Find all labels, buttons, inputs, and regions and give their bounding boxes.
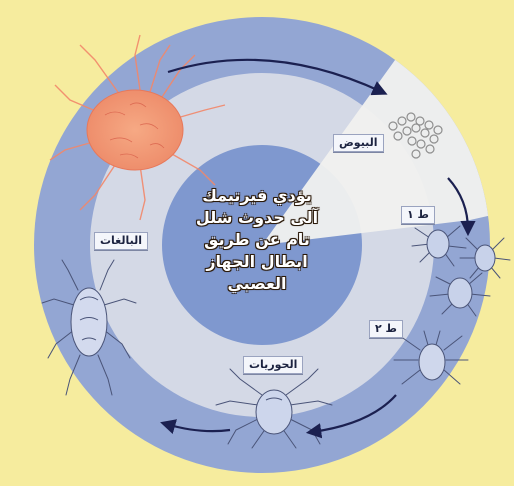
stage-label-larva-1: ط ١	[401, 206, 435, 224]
center-line-2: آلى حدوث شلل	[187, 207, 327, 229]
stage-label-nymphs: الحوريات	[243, 356, 303, 374]
center-line-5: العصبي	[187, 273, 327, 295]
center-message: يؤدي فيرتيمك آلى حدوث شلل تام عن طريق اب…	[187, 185, 327, 295]
stage-label-eggs: البيوض	[333, 134, 384, 152]
center-line-4: ابطال الجهاز	[187, 251, 327, 273]
center-line-1: يؤدي فيرتيمك	[187, 185, 327, 207]
stage-label-larva-2: ط ٢	[369, 320, 403, 338]
center-line-3: تام عن طريق	[187, 229, 327, 251]
stage-label-adults: البالغات	[94, 232, 148, 250]
